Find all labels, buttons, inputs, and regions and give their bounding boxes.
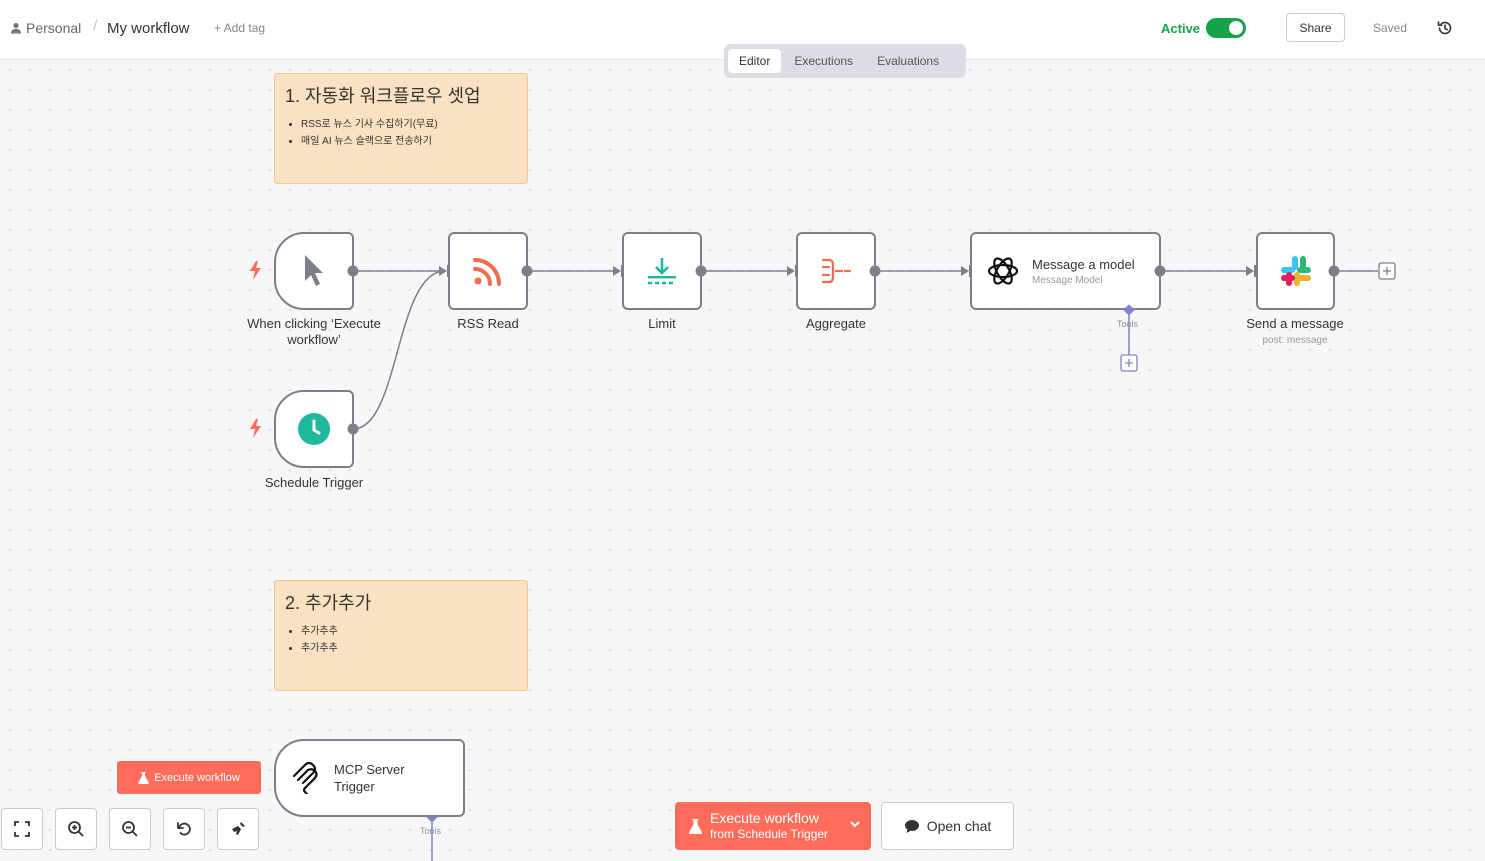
node-mcp-trigger-title: Trigger xyxy=(334,779,375,794)
tools-port-label: Tools xyxy=(420,826,442,836)
tab-evaluations[interactable]: Evaluations xyxy=(877,54,940,68)
tools-port-label: Tools xyxy=(1117,319,1139,329)
node-send-message-subtitle: post: message xyxy=(1262,335,1328,346)
undo-icon xyxy=(177,822,191,836)
sticky-note-title: 2. 추가추가 xyxy=(285,593,372,613)
sticky-note-item: 추가추추 xyxy=(301,640,517,657)
chevron-down-icon[interactable] xyxy=(849,819,861,829)
label-line: When clicking ‘Execute xyxy=(247,316,381,331)
flask-icon xyxy=(138,771,150,784)
node-aggregate-label: Aggregate xyxy=(806,316,866,331)
breadcrumb-separator: / xyxy=(93,18,98,35)
user-icon xyxy=(11,22,21,34)
openai-icon xyxy=(987,257,1019,285)
node-mcp-trigger-title: MCP Server xyxy=(334,762,405,777)
node-limit[interactable] xyxy=(622,232,702,310)
node-schedule-trigger-label: Schedule Trigger xyxy=(264,475,364,490)
flask-icon xyxy=(689,818,702,834)
execute-workflow-button-small[interactable]: Execute workflow xyxy=(117,761,261,794)
sticky-note-item: RSS로 뉴스 기사 수집하기(무료) xyxy=(301,116,517,133)
rss-icon xyxy=(473,258,501,286)
mcp-icon xyxy=(292,762,318,794)
node-rss-read[interactable] xyxy=(448,232,528,310)
arrowhead xyxy=(787,266,795,276)
tab-executions[interactable]: Executions xyxy=(794,54,854,68)
node-send-message[interactable] xyxy=(1256,232,1335,310)
cursor-icon xyxy=(305,255,323,286)
breadcrumb-personal[interactable]: Personal xyxy=(10,20,81,36)
aggregate-icon xyxy=(821,258,852,284)
tidy-up-button[interactable] xyxy=(217,808,259,850)
arrowhead xyxy=(439,266,447,276)
arrowhead xyxy=(961,266,969,276)
execute-workflow-label: Execute workflow xyxy=(710,810,819,826)
active-label: Active xyxy=(1161,21,1201,36)
breadcrumb-personal-label: Personal xyxy=(26,20,82,36)
zoom-out-icon xyxy=(122,821,138,837)
active-toggle[interactable] xyxy=(1206,18,1246,38)
clock-icon xyxy=(298,413,330,445)
limit-icon xyxy=(648,258,676,285)
sticky-note-item: 매일 AI 뉴스 슬랙으로 전송하기 xyxy=(301,133,517,150)
connection-schedule-to-rss xyxy=(352,270,446,430)
zoom-in-button[interactable] xyxy=(55,808,97,850)
trigger-bolt-icon xyxy=(250,419,261,438)
trigger-bolt-icon xyxy=(250,261,261,280)
saved-status: Saved xyxy=(1373,21,1408,35)
share-button[interactable]: Share xyxy=(1286,13,1345,42)
add-tool-to-model xyxy=(1120,354,1138,372)
label-line: workflow’ xyxy=(287,332,341,347)
slack-icon xyxy=(1280,256,1311,286)
broom-icon xyxy=(232,822,245,835)
add-node-after-slack xyxy=(1378,262,1396,280)
node-message-model-text: Message a model Message Model xyxy=(1032,256,1135,286)
node-schedule-trigger[interactable] xyxy=(274,390,354,468)
open-chat-label: Open chat xyxy=(926,818,992,834)
node-message-model-subtitle: Message Model xyxy=(1032,275,1103,286)
fit-view-button[interactable] xyxy=(1,808,43,850)
sticky-note-item: 추가추추 xyxy=(301,623,517,640)
node-manual-trigger-label: When clicking ‘Execute workflow’ xyxy=(234,316,394,348)
node-aggregate[interactable] xyxy=(796,232,876,310)
fit-view-icon xyxy=(14,821,30,837)
execute-workflow-text: Execute workflow from Schedule Trigger xyxy=(710,810,828,842)
node-rss-read-label: RSS Read xyxy=(457,316,519,331)
execute-workflow-label: Execute workflow xyxy=(154,771,240,784)
node-mcp-trigger[interactable]: MCP Server Trigger xyxy=(274,739,465,817)
chat-bubble-icon xyxy=(904,819,919,833)
zoom-in-icon xyxy=(68,821,84,837)
arrowhead xyxy=(613,266,621,276)
open-chat-button[interactable]: Open chat xyxy=(881,802,1014,850)
execute-workflow-sublabel: from Schedule Trigger xyxy=(710,827,829,841)
tab-editor[interactable]: Editor xyxy=(728,49,782,73)
toggle-knob xyxy=(1229,21,1243,35)
sticky-note-extra[interactable]: 2. 추가추가 추가추추 추가추추 xyxy=(274,580,528,691)
node-message-model-title: Message a model xyxy=(1032,257,1135,272)
node-send-message-label: Send a message xyxy=(1246,316,1344,331)
arrowhead xyxy=(1246,266,1254,276)
node-limit-label: Limit xyxy=(648,316,676,331)
workflow-title[interactable]: My workflow xyxy=(107,20,190,37)
sticky-note-title: 1. 자동화 워크플로우 셋업 xyxy=(285,86,481,106)
node-mcp-trigger-text: MCP Server Trigger xyxy=(334,761,405,795)
sticky-note-setup[interactable]: 1. 자동화 워크플로우 셋업 RSS로 뉴스 기사 수집하기(무료) 매일 A… xyxy=(274,73,528,184)
execute-workflow-button[interactable]: Execute workflow from Schedule Trigger xyxy=(675,802,871,850)
node-manual-trigger[interactable] xyxy=(274,232,354,310)
zoom-out-button[interactable] xyxy=(109,808,151,850)
view-tabs: Editor Executions Evaluations xyxy=(724,44,966,78)
node-message-model[interactable]: Message a model Message Model xyxy=(970,232,1161,310)
reset-zoom-button[interactable] xyxy=(163,808,205,850)
history-icon[interactable] xyxy=(1436,19,1454,37)
add-tag-button[interactable]: + Add tag xyxy=(214,21,266,35)
